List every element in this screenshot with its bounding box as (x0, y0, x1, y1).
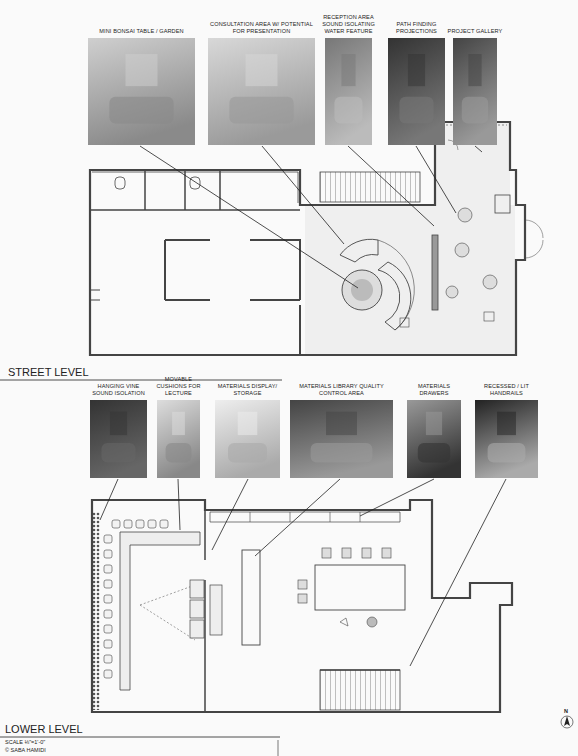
photo-caption: CONSULTATION AREA W/ POTENTIAL FOR PRESE… (208, 21, 315, 35)
reference-photo (290, 400, 393, 478)
photo-callout: PATH FINDING PROJECTIONS (388, 38, 445, 145)
reference-photo (388, 38, 445, 145)
reference-photo (325, 38, 372, 145)
reference-photo (208, 38, 315, 145)
reference-photo (453, 38, 497, 145)
photo-caption: MOVABLE CUSHIONS FOR LECTURE (154, 376, 204, 397)
frame-tick (278, 740, 279, 756)
photo-caption: MATERIALS DRAWERS (406, 383, 462, 397)
photo-callout: HANGING VINE SOUND ISOLATION (90, 400, 147, 478)
reference-photo (215, 400, 280, 478)
photo-caption: PROJECT GALLERY (446, 28, 504, 35)
photo-callout: RECEPTION AREA SOUND ISOLATING WATER FEA… (325, 38, 372, 145)
photo-caption: MINI BONSAI TABLE / GARDEN (88, 28, 195, 35)
photo-callout: RECESSED / LIT HANDRAILS (475, 400, 538, 478)
north-arrow (561, 716, 573, 728)
photo-caption: HANGING VINE SOUND ISOLATION (89, 383, 149, 397)
sheet-note: © SABA HAMIDI (5, 747, 46, 753)
photo-callout: MATERIALS DISPLAY/ STORAGE (215, 400, 280, 478)
photo-callout: MATERIALS LIBRARY QUALITY CONTROL AREA (290, 400, 393, 478)
north-arrow (564, 716, 570, 726)
title-rule (0, 737, 280, 738)
north-label: N (564, 708, 568, 714)
reference-photo (157, 400, 200, 478)
photo-callout: MOVABLE CUSHIONS FOR LECTURE (157, 400, 200, 478)
photo-caption: RECEPTION AREA SOUND ISOLATING WATER FEA… (314, 14, 384, 35)
reference-photo (90, 400, 147, 478)
title-rule (0, 380, 282, 381)
photo-callout: MINI BONSAI TABLE / GARDEN (88, 38, 195, 145)
photo-caption: RECESSED / LIT HANDRAILS (475, 383, 538, 397)
reference-photo (407, 400, 461, 478)
reference-photo (475, 400, 538, 478)
photo-callout: CONSULTATION AREA W/ POTENTIAL FOR PRESE… (208, 38, 315, 145)
level-title: STREET LEVEL (8, 366, 89, 378)
photo-caption: PATH FINDING PROJECTIONS (387, 21, 447, 35)
lower-plan (92, 500, 512, 712)
street-plan (90, 122, 543, 355)
level-title: LOWER LEVEL (5, 723, 83, 735)
sheet-note: SCALE ⅛"=1'-0" (5, 739, 45, 745)
photo-callout: PROJECT GALLERY (453, 38, 497, 145)
photo-caption: MATERIALS LIBRARY QUALITY CONTROL AREA (290, 383, 393, 397)
photo-callout: MATERIALS DRAWERS (407, 400, 461, 478)
leader-lines (100, 146, 506, 666)
reference-photo (88, 38, 195, 145)
photo-caption: MATERIALS DISPLAY/ STORAGE (215, 383, 281, 397)
